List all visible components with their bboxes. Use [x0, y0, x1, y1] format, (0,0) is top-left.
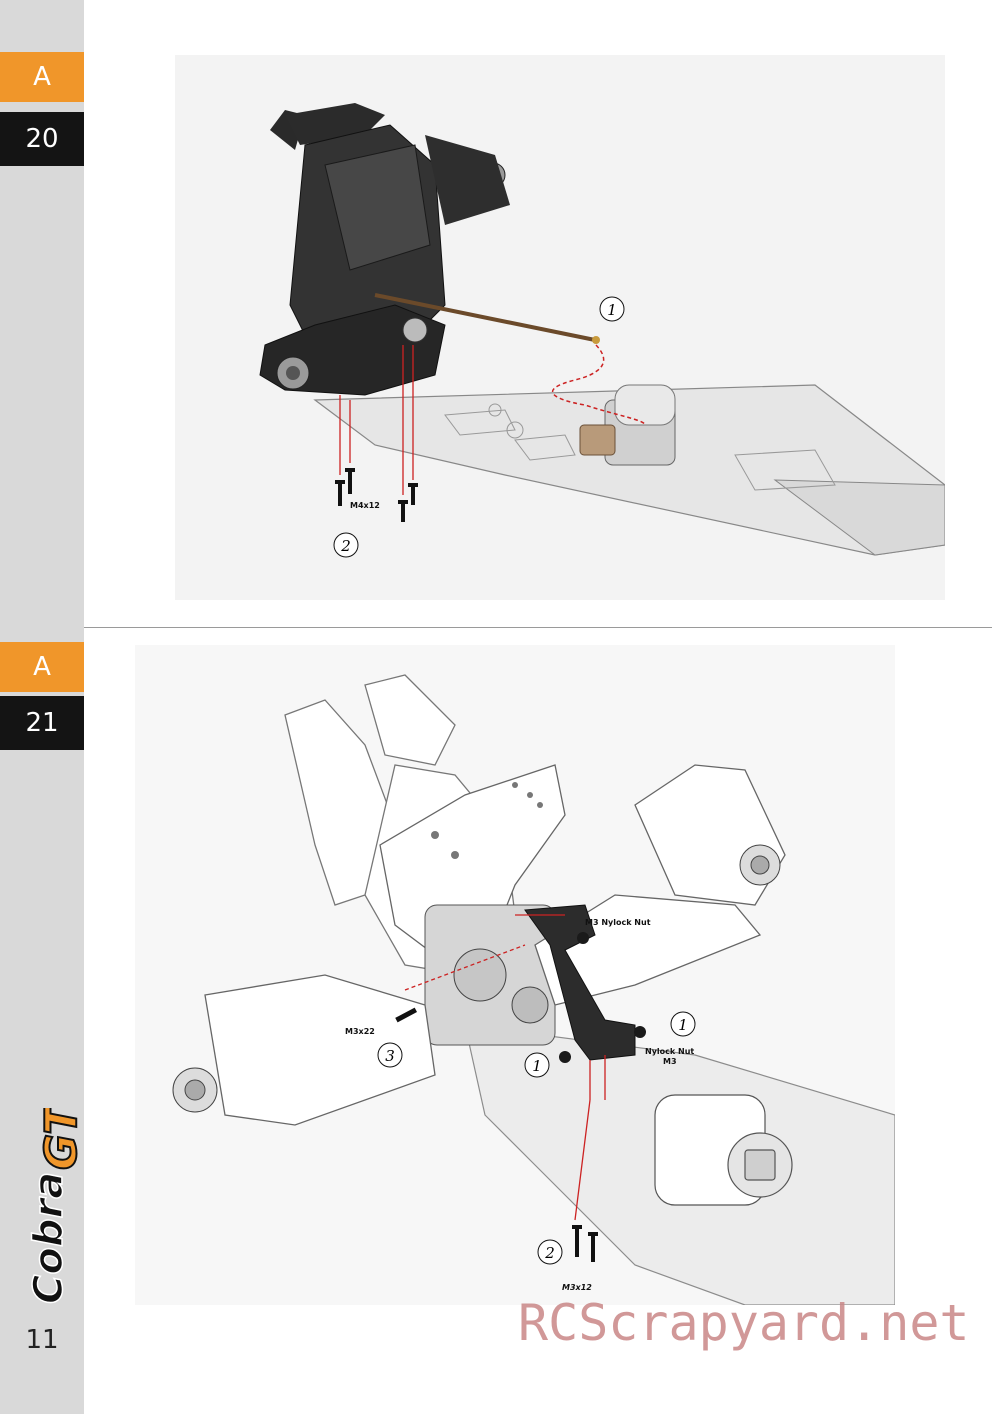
m3x12-label: M3x12: [562, 1283, 592, 1292]
svg-text:Cobra: Cobra: [26, 1172, 72, 1304]
tie-rod: [374, 293, 596, 342]
step-21-illustration: M3 Nylock Nut Nylock Nut M3 M3x22 M3x12 …: [135, 645, 895, 1305]
step-20-illustration: M4x12 1 2: [175, 55, 945, 600]
watermark: RCScrapyard.net: [518, 1294, 970, 1352]
nylock-nut-label-line2: M3: [663, 1057, 677, 1066]
nylock-nut-left: [559, 1051, 571, 1063]
rear-bulkhead-assembly: [259, 103, 510, 396]
callout-1-right: 1: [678, 1016, 688, 1034]
callout-1-left: 1: [532, 1057, 542, 1075]
nylock-nut-right: [634, 1026, 646, 1038]
m3-nylock-nut-label: M3 Nylock Nut: [585, 918, 651, 927]
step-20-number-tab: 20: [0, 112, 84, 166]
page-number: 11: [25, 1325, 59, 1355]
nylock-nut-label-line1: Nylock Nut: [645, 1047, 694, 1056]
m3x22-screw: [395, 1007, 418, 1023]
step-21-section-tab: A: [0, 642, 84, 692]
m4x12-label: M4x12: [350, 501, 380, 510]
nylock-nut-top: [577, 932, 589, 944]
center-gearbox: [654, 1094, 793, 1206]
m3x22-label: M3x22: [345, 1027, 375, 1036]
svg-text:GT: GT: [36, 1108, 80, 1170]
callout-3: 3: [385, 1047, 395, 1065]
shock-tower: [379, 764, 566, 956]
step-divider: [84, 627, 992, 628]
cobra-gt-logo: Cobra GT: [25, 1108, 80, 1305]
step-20-section-tab: A: [0, 52, 84, 102]
callout-1: 1: [607, 301, 617, 319]
rear-hubs: [172, 844, 781, 1113]
m4x12-screws: [335, 468, 418, 522]
rear-brace: [524, 904, 636, 1061]
step-21-number-tab: 21: [0, 696, 84, 750]
callout-2: 2: [544, 1244, 555, 1262]
callout-2: 2: [340, 537, 351, 555]
m3x12-screws: [572, 1225, 598, 1262]
